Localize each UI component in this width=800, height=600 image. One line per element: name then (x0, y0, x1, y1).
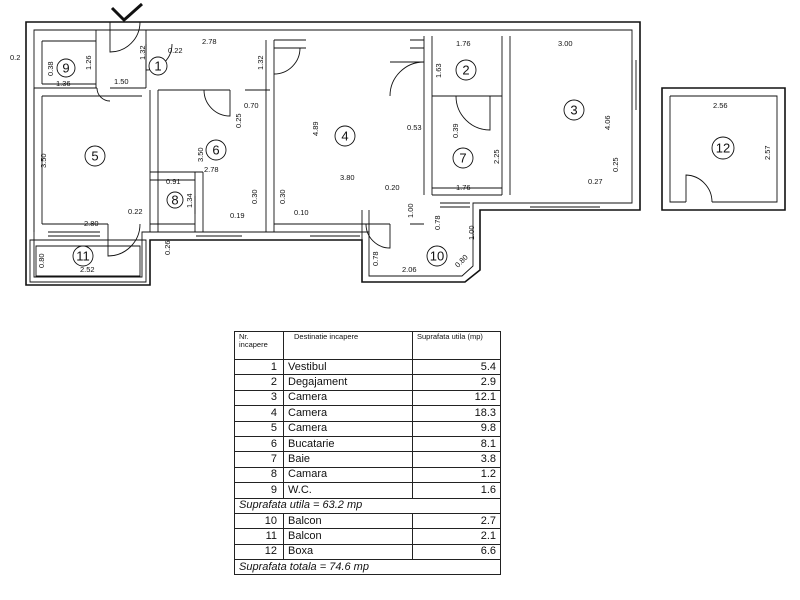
dim-label: 0.20 (385, 183, 400, 192)
dim-label: 1.00 (406, 203, 415, 218)
dim-label: 2.25 (492, 149, 501, 164)
dim-label: 0.27 (588, 177, 603, 186)
area-table: Nr. incapere Destinatie incapere Suprafa… (234, 331, 501, 576)
dim-label: 3.50 (196, 147, 205, 162)
header-destination: Destinatie incapere (283, 331, 413, 360)
total-row: Suprafata totala = 74.6 mp (234, 559, 501, 576)
dim-label: 1.36 (56, 79, 71, 88)
room-9-label: 9 (62, 61, 69, 76)
dim-label: 0.39 (451, 123, 460, 138)
dim-label: 0.53 (407, 123, 422, 132)
dim-label: 3.00 (558, 39, 573, 48)
dim-label: 0.30 (250, 189, 259, 204)
balcony-11 (29, 239, 147, 283)
dim-label: 1.76 (456, 183, 471, 192)
north-arrow-icon (110, 2, 143, 23)
room-4-label: 4 (341, 129, 348, 144)
dim-label: 0.38 (46, 61, 55, 76)
dim-label: 0.25 (234, 113, 243, 128)
room-12-label: 12 (716, 141, 730, 156)
header-area: Suprafata utila (mp) (412, 331, 501, 360)
room-labels: 9 1 2 3 4 5 6 7 8 10 11 12 (56, 56, 735, 267)
room-8-label: 8 (171, 193, 178, 208)
dim-label: 1.63 (434, 63, 443, 78)
room-7-label: 7 (459, 151, 466, 166)
dim-label: 3.50 (39, 153, 48, 168)
dim-label: 2.78 (202, 37, 217, 46)
dim-label: 0.22 (128, 207, 143, 216)
dim-label: 0.78 (433, 215, 442, 230)
dim-label: 2.56 (713, 101, 728, 110)
room-2-label: 2 (462, 63, 469, 78)
inner-outline (33, 29, 633, 278)
storage-box-12-inner (669, 95, 778, 203)
dim-label: 4.06 (603, 115, 612, 130)
dim-label: 2.80 (84, 219, 99, 228)
dim-label: 0.80 (37, 253, 46, 268)
partitions (33, 30, 511, 240)
header-nr: Nr. incapere (234, 331, 284, 360)
room-11-label: 11 (76, 249, 90, 264)
dim-label: 0.80 (453, 253, 470, 270)
dim-label: 0.19 (230, 211, 245, 220)
dim-label: 0.25 (611, 157, 620, 172)
dim-label: 1.32 (256, 55, 265, 70)
room-6-label: 6 (212, 143, 219, 158)
floor-plan: 9 1 2 3 4 5 6 7 8 10 11 12 0.2 1.36 0.38… (10, 2, 786, 286)
dim-label: 0.10 (294, 208, 309, 217)
dim-label: 1.00 (467, 225, 476, 240)
dim-label: 0.26 (163, 240, 172, 255)
dim-label: 0.2 (10, 53, 20, 62)
room-3-label: 3 (570, 103, 577, 118)
dim-label: 2.78 (204, 165, 219, 174)
dim-label: 0.30 (278, 189, 287, 204)
dim-label: 1.76 (456, 39, 471, 48)
dim-label: 1.34 (185, 193, 194, 208)
dimension-labels: 0.2 1.36 0.38 1.26 1.50 1.32 0.22 2.78 1… (10, 37, 772, 274)
storage-box-12 (661, 87, 786, 211)
dim-label: 1.32 (138, 45, 147, 60)
dim-label: 2.57 (763, 145, 772, 160)
room-5-label: 5 (91, 149, 98, 164)
dim-label: 3.80 (340, 173, 355, 182)
dim-label: 2.52 (80, 265, 95, 274)
dim-label: 0.22 (168, 46, 183, 55)
dim-label: 0.78 (371, 251, 380, 266)
storage-box-12-door (685, 174, 713, 203)
dim-label: 1.50 (114, 77, 129, 86)
dim-label: 1.26 (84, 55, 93, 70)
dim-label: 4.89 (311, 121, 320, 136)
dim-label: 0.91 (166, 177, 181, 186)
subtotal-row: Suprafata utila = 63.2 mp (234, 497, 501, 514)
dim-label: 0.70 (244, 101, 259, 110)
room-1-label: 1 (154, 59, 161, 74)
table-header: Nr. incapere Destinatie incapere Suprafa… (234, 331, 501, 360)
windows (48, 60, 637, 237)
dim-label: 2.06 (402, 265, 417, 274)
room-10-label: 10 (430, 249, 444, 264)
outer-wall (25, 21, 641, 286)
